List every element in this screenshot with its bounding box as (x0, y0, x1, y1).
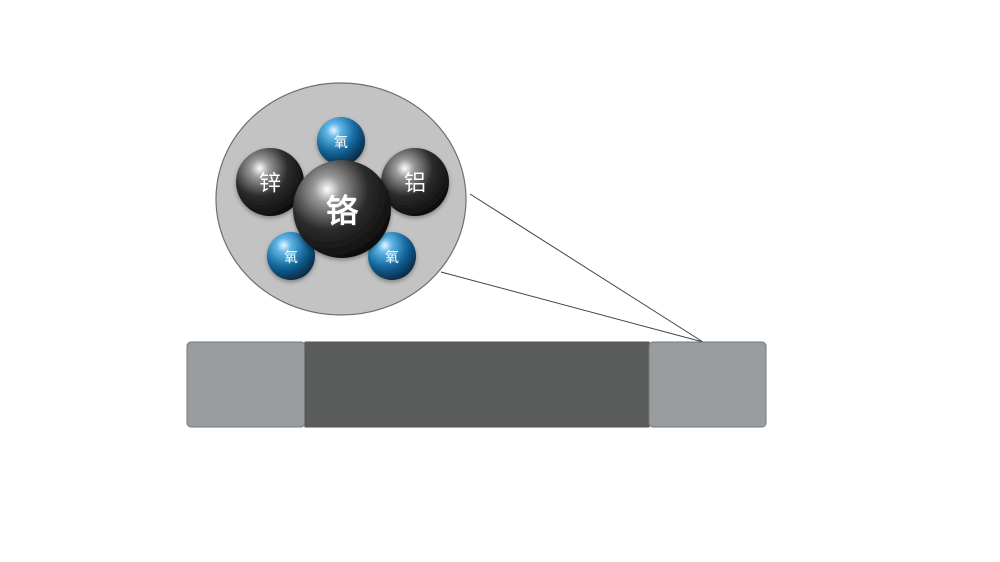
atom-oxygen-bottom-right-label: 氧 (385, 250, 399, 266)
connector-line-lower (440, 271, 704, 343)
bar-center-segment (304, 341, 650, 428)
connector-line-upper (469, 193, 704, 343)
atom-oxygen-bottom-left-label: 氧 (284, 250, 298, 266)
atom-zinc-label: 锌 (259, 172, 281, 197)
atom-aluminum-label: 铝 (404, 172, 426, 197)
atom-zinc: 锌 (236, 148, 304, 216)
atom-chromium-label: 铬 (326, 192, 359, 230)
atom-oxygen-top-label: 氧 (334, 135, 348, 151)
atom-oxygen-top: 氧 (317, 117, 365, 165)
material-bar (186, 341, 767, 428)
atom-chromium: 铬 (293, 160, 391, 258)
atom-oxygen-bottom-right: 氧 (368, 232, 416, 280)
bar-right-segment (648, 341, 767, 428)
bar-left-segment (186, 341, 306, 428)
atom-aluminum: 铝 (381, 148, 449, 216)
atom-oxygen-bottom-left: 氧 (267, 232, 315, 280)
